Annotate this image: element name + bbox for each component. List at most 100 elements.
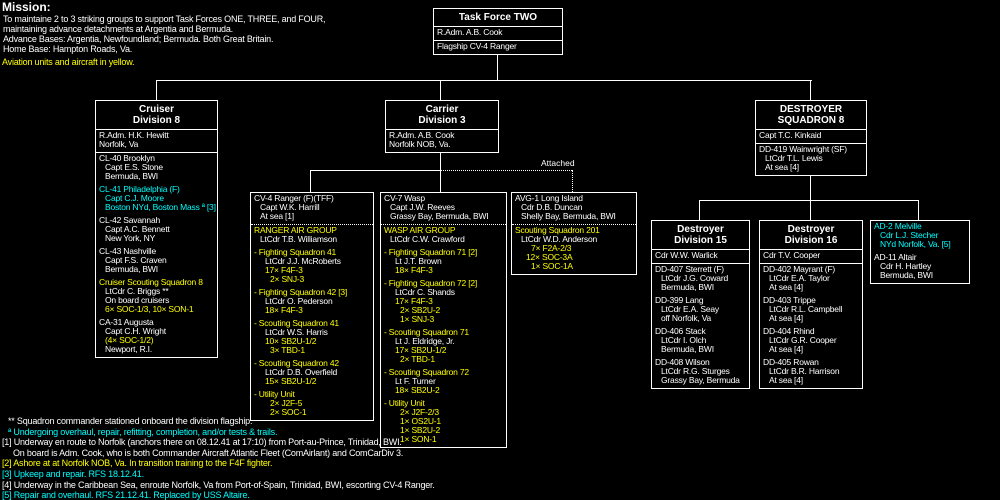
ship-line: LtCdr T.L. Lewis [765,153,823,163]
air-group-line: LtCdr W.D. Anderson [521,234,598,244]
ship-line: Grassy Bay, Bermuda [661,375,740,385]
air-group-line: 12× SOC-3A [526,252,573,262]
ship-line: Bermuda, BWI [880,270,933,280]
air-group-line: 1× SB2U-2 [400,425,441,435]
ship-line: (4× SOC-1/2) [105,335,154,345]
ship-line: Capt C.H. Wright [105,326,166,336]
mission-line: maintaining advance detachments at Argen… [3,24,233,34]
connector-tenders-drop [918,200,919,222]
air-group-line: 1× SON-1 [400,434,437,444]
air-group-line: - Scouting Squadron 71 [384,327,469,337]
ship-line: NYd Norfolk, Va. [5] [880,239,951,249]
ship-line: DD-407 Sterrett (F) [655,264,724,274]
air-group-line: LtCdr T.B. Williamson [260,234,337,244]
ship-line: CV-4 Ranger (F)(TFF) [254,193,334,203]
ship-line: CL-42 Savannah [99,215,160,225]
connector-desdiv15-drop [699,200,700,222]
air-group-line: Lt J.T. Brown [395,256,442,266]
desron8-command: Capt T.C. Kinkaid [756,129,866,143]
ship-line: At sea [4] [765,162,799,172]
air-group-line: RANGER AIR GROUP [254,225,337,235]
ship-line: LtCdr I. Olch [661,335,707,345]
footnote-line: [5] Repair and overhaul. RFS 21.12.41. R… [2,490,250,500]
ship-line: DD-404 Rhind [763,326,815,336]
footnotes: ** Squadron commander stationed onboard … [1,416,435,500]
connector-carrier-drop [440,80,441,102]
ship-line: Capt A.C. Bennett [105,224,170,234]
air-group-line: 17× F4F-3 [265,265,303,275]
ship-line: Capt W.K. Harrill [260,202,320,212]
air-group-line: LtCdr O. Pederson [265,296,333,306]
ship-line: CV-7 Wasp [384,193,425,203]
commander-line: R.Adm. H.K. Hewitt [99,130,169,140]
connector-wasp-drop [440,170,441,194]
task-force-commander: R.Adm. A.B. Cook [437,27,503,37]
ship-line: Capt F.S. Craven [105,255,167,265]
ship-line: Cdr H. Hartley [880,261,932,271]
connector-root-drop [497,55,498,81]
ship-line: DD-403 Trippe [763,295,816,305]
connector-attached-dotted-v [572,170,573,194]
aviation-note: Aviation units and aircraft in yellow. [2,57,135,67]
air-group-line: - Fighting Squadron 42 [3] [254,287,348,297]
commander-line: R.Adm. A.B. Cook [389,130,455,140]
ship-line: Cdr D.B. Duncan [521,202,583,212]
ship-line: LtCdr E.A. Seay [661,304,719,314]
desdiv15-command: Cdr W.W. Warlick [652,249,749,263]
ship-line: LtCdr E.A. Taylor [769,273,830,283]
ship-line: DD-419 Wainwright (SF) [759,144,847,154]
air-group-line: 1× OS2U-1 [400,416,441,426]
ship-line: Boston NYd, Boston Mass ª [3] [105,202,216,212]
ship-line: DD-408 Wilson [655,357,710,367]
mission-block: Mission: To maintaine 2 to 3 striking gr… [2,1,326,68]
ship-line: DD-406 Stack [655,326,706,336]
air-group-line: 17× SB2U-1/2 [395,345,447,355]
connector-attached-dotted-h [441,170,572,171]
task-force-title: Task Force TWO [458,12,538,23]
ship-line: LtCdr B.R. Harrison [769,366,840,376]
commander-line: Norfolk, Va [99,139,139,149]
footnote-line: [3] Upkeep and repair. RFS 18.12.41. [2,468,144,479]
ship-line: CL-43 Nashville [99,246,156,256]
commander-line: Norfolk NOB, Va. [389,139,451,149]
mission-line: Home Base: Hampton Roads, Va. [3,44,133,54]
ship-line: Newport, R.I. [105,344,152,354]
ship-line: LtCdr R.G. Sturges [661,366,730,376]
ship-line: New York, NY [105,233,156,243]
box-task-force-two: Task Force TWO R.Adm. A.B. Cook Flagship… [433,8,563,55]
air-group-line: 2× SOC-1 [270,407,307,417]
ship-line: At sea [4] [769,344,803,354]
ship-line: AD-2 Melville [874,221,922,231]
mission-line: Advance Bases: Argentia, Newfoundland; B… [3,34,274,44]
air-group-line: 10× SB2U-1/2 [265,336,317,346]
ship-line: On board cruisers [105,295,170,305]
air-group-line: - Utility Unit [254,389,295,399]
ship-line: DD-405 Rowan [763,357,819,367]
commander-line: Cdr T.V. Cooper [763,250,821,260]
air-group-line: LtCdr W.S. Harris [265,327,328,337]
mission-lines: To maintaine 2 to 3 striking groups to s… [2,14,326,54]
ship-line: At sea [4] [769,282,803,292]
air-group-line: LtCdr D.B. Overfield [265,367,338,377]
air-group-line: 15× SB2U-1/2 [265,376,317,386]
connector-ranger-drop [310,170,311,194]
air-group-line: LtCdr C.W. Crawford [390,234,465,244]
ship-line: At sea [4] [769,375,803,385]
air-group-line: 2× TBD-1 [400,354,435,364]
air-group-line: WASP AIR GROUP [384,225,456,235]
ship-line: CL-40 Brooklyn [99,153,155,163]
air-group-line: LtCdr J.J. McRoberts [265,256,341,266]
